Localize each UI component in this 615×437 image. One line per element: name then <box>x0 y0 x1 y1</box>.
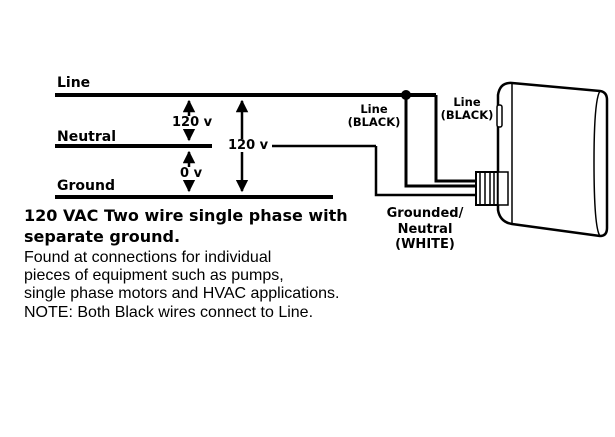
white-wire <box>374 146 476 197</box>
description-title-line-1: 120 VAC Two wire single phase with <box>24 206 348 225</box>
callout-line-black-left-line1: Line <box>360 102 388 116</box>
description-title-line-2: separate ground. <box>24 227 181 246</box>
line-wire-label: Line <box>57 75 91 91</box>
description-body-line-2: pieces of equipment such as pumps, <box>24 267 284 285</box>
description-body-line-4: NOTE: Both Black wires connect to Line. <box>24 303 314 321</box>
description-body: Found at connections for individual piec… <box>24 249 444 322</box>
description-block: 120 VAC Two wire single phase with separ… <box>24 205 444 322</box>
callout-line-black-left: Line (BLACK) <box>344 103 404 129</box>
callout-line-black-right-line2: (BLACK) <box>440 108 494 122</box>
neutral-wire-label: Neutral <box>57 129 117 145</box>
description-body-line-3: single phase motors and HVAC application… <box>24 285 340 303</box>
voltage-neutral-ground: 0 v <box>179 166 204 181</box>
callout-line-black-left-line2: (BLACK) <box>347 115 401 129</box>
callout-line-black-right: Line (BLACK) <box>437 96 497 122</box>
black-wire-2 <box>434 95 476 183</box>
description-body-line-1: Found at connections for individual <box>24 249 272 266</box>
voltage-line-neutral: 120 v <box>171 115 214 130</box>
ground-wire-label: Ground <box>57 178 115 194</box>
callout-grounded-neutral-line1: Grounded/ <box>386 206 464 221</box>
callout-grounded-neutral-line2: Neutral <box>397 221 453 237</box>
black-wire-1 <box>404 95 476 188</box>
callout-grounded-neutral: Grounded/ Neutral (WHITE) <box>380 206 470 253</box>
callout-grounded-neutral-line3: (WHITE) <box>395 237 455 252</box>
callout-line-black-right-line1: Line <box>453 95 481 109</box>
device-photocontrol <box>475 81 609 238</box>
description-title: 120 VAC Two wire single phase with separ… <box>24 205 444 247</box>
voltage-line-ground: 120 v <box>227 138 270 153</box>
